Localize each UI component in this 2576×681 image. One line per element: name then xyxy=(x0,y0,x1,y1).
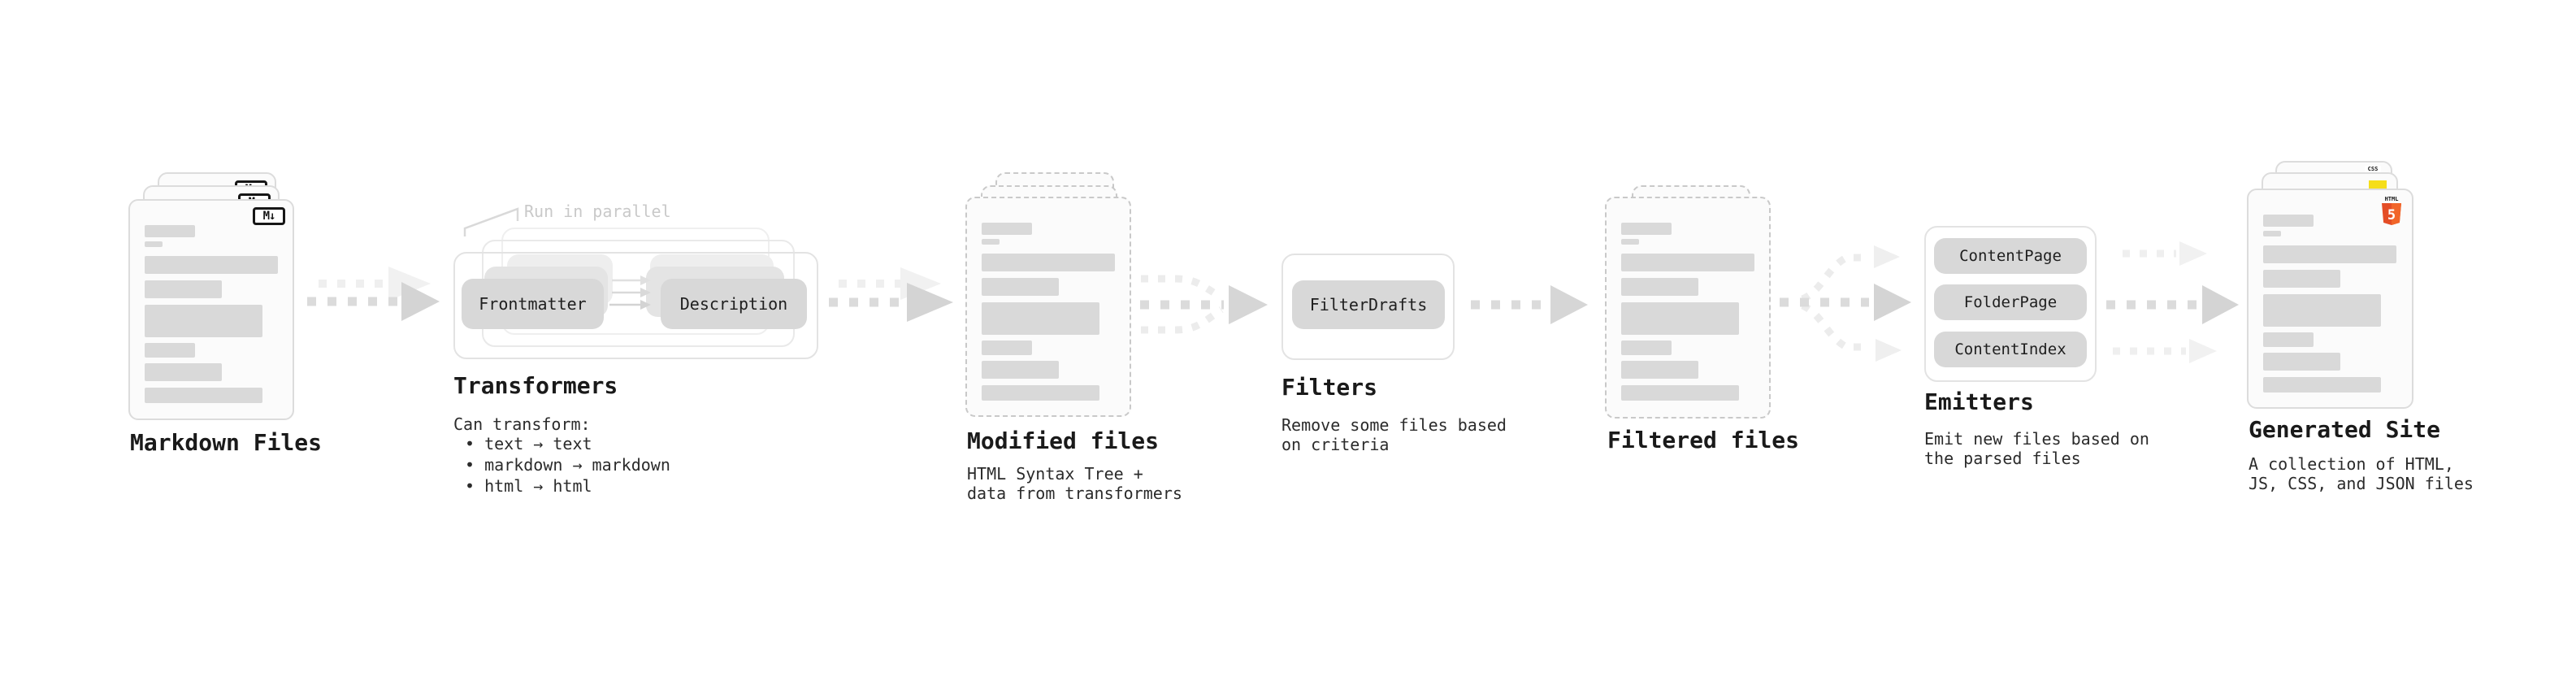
text-line-bar xyxy=(145,388,262,403)
text-line-bar xyxy=(982,278,1059,296)
emitters-frame xyxy=(1924,226,2097,382)
transformers-note: Can transform: xyxy=(453,414,591,434)
description-pill: Description xyxy=(661,279,807,329)
arrow-filters-to-filtered xyxy=(1471,285,1588,324)
arrow-transformers-to-modified xyxy=(829,267,953,322)
generated-file-html: HTML 5 xyxy=(2247,189,2413,409)
markdown-file-front: M↓ xyxy=(128,199,294,420)
transformers-bullet: • text → text xyxy=(465,434,592,453)
contentindex-pill: ContentIndex xyxy=(1934,332,2087,367)
text-line-bar xyxy=(2263,270,2340,288)
text-line-bar xyxy=(145,305,262,337)
text-line-bar xyxy=(2263,332,2314,347)
text-line-bar xyxy=(1621,254,1754,271)
text-line-bar xyxy=(145,343,195,358)
folderpage-pill: FolderPage xyxy=(1934,284,2087,320)
text-line-bar xyxy=(2263,245,2396,263)
modified-files-subtitle: data from transformers xyxy=(967,484,1182,503)
text-line-bar xyxy=(145,241,163,247)
markdown-icon: M↓ xyxy=(253,207,285,225)
contentindex-pill-label: ContentIndex xyxy=(1954,340,2066,358)
text-line-bar xyxy=(145,256,278,274)
markdown-files-title: Markdown Files xyxy=(130,429,323,456)
text-line-bar xyxy=(1621,361,1698,379)
generated-site-title: Generated Site xyxy=(2249,416,2441,443)
filtered-file-front xyxy=(1605,197,1771,419)
generated-site-subtitle: JS, CSS, and JSON files xyxy=(2249,474,2474,493)
arrow-modified-to-filters xyxy=(1140,275,1268,334)
text-line-bar xyxy=(145,280,222,298)
emitters-subtitle: Emit new files based on xyxy=(1924,429,2149,449)
modified-files-title: Modified files xyxy=(967,427,1160,454)
run-in-parallel-label: Run in parallel xyxy=(524,202,671,221)
html5-badge-number: 5 xyxy=(2387,207,2396,223)
html5-icon: HTML 5 xyxy=(2381,194,2402,225)
text-line-bar xyxy=(982,302,1099,335)
contentpage-pill: ContentPage xyxy=(1934,238,2087,274)
text-line-bar xyxy=(1621,302,1739,335)
text-line-bar xyxy=(2263,377,2381,393)
text-line-bar xyxy=(982,239,1000,245)
text-line-bar xyxy=(2263,294,2381,327)
transformer-frame-front xyxy=(453,252,818,359)
filterdrafts-pill: FilterDrafts xyxy=(1292,280,1445,329)
text-line-bar xyxy=(145,363,222,381)
arrow-filtered-to-emitters xyxy=(1780,245,1911,362)
text-line-bar xyxy=(1621,223,1672,235)
text-line-bar xyxy=(982,361,1059,379)
css-badge-text: CSS xyxy=(2367,166,2379,172)
text-line-bar xyxy=(1621,239,1639,245)
description-pill-label: Description xyxy=(679,294,788,314)
modified-files-subtitle: HTML Syntax Tree + xyxy=(967,464,1143,484)
html5-shield-right xyxy=(2392,203,2401,225)
transformers-bullet: • markdown → markdown xyxy=(465,455,670,475)
folderpage-pill-label: FolderPage xyxy=(1963,293,2058,311)
arrow-markdown-to-transformers xyxy=(307,267,440,321)
html5-badge-label: HTML xyxy=(2385,196,2399,202)
filters-subtitle: on criteria xyxy=(1281,435,1390,454)
markdown-badge-text: M↓ xyxy=(262,210,276,223)
contentpage-pill-label: ContentPage xyxy=(1959,247,2062,265)
text-line-bar xyxy=(982,385,1099,401)
text-line-bar xyxy=(982,254,1115,271)
javascript-icon xyxy=(2369,180,2387,189)
filterdrafts-pill-label: FilterDrafts xyxy=(1309,295,1428,314)
text-line-bar xyxy=(982,223,1032,235)
filters-title: Filters xyxy=(1281,374,1378,401)
frontmatter-pill: Frontmatter xyxy=(462,279,604,329)
text-line-bar xyxy=(1621,278,1698,296)
filters-frame xyxy=(1281,254,1455,360)
text-line-bar xyxy=(1621,385,1739,401)
text-line-bar xyxy=(145,225,195,237)
text-line-bar xyxy=(1621,340,1672,355)
text-line-bar xyxy=(2263,215,2314,227)
modified-file-front xyxy=(965,197,1131,417)
transformers-title: Transformers xyxy=(453,372,618,399)
arrow-emitters-to-generated xyxy=(2106,241,2239,363)
text-line-bar xyxy=(2263,231,2281,236)
filters-subtitle: Remove some files based xyxy=(1281,415,1507,435)
emitters-title: Emitters xyxy=(1924,388,2034,415)
text-line-bar xyxy=(2263,353,2340,371)
text-line-bar xyxy=(982,340,1032,355)
frontmatter-pill-label: Frontmatter xyxy=(479,294,587,314)
emitters-subtitle: the parsed files xyxy=(1924,449,2081,468)
filtered-files-title: Filtered files xyxy=(1607,427,1800,453)
generated-site-subtitle: A collection of HTML, xyxy=(2249,454,2454,474)
transformers-bullet: • html → html xyxy=(465,476,592,496)
